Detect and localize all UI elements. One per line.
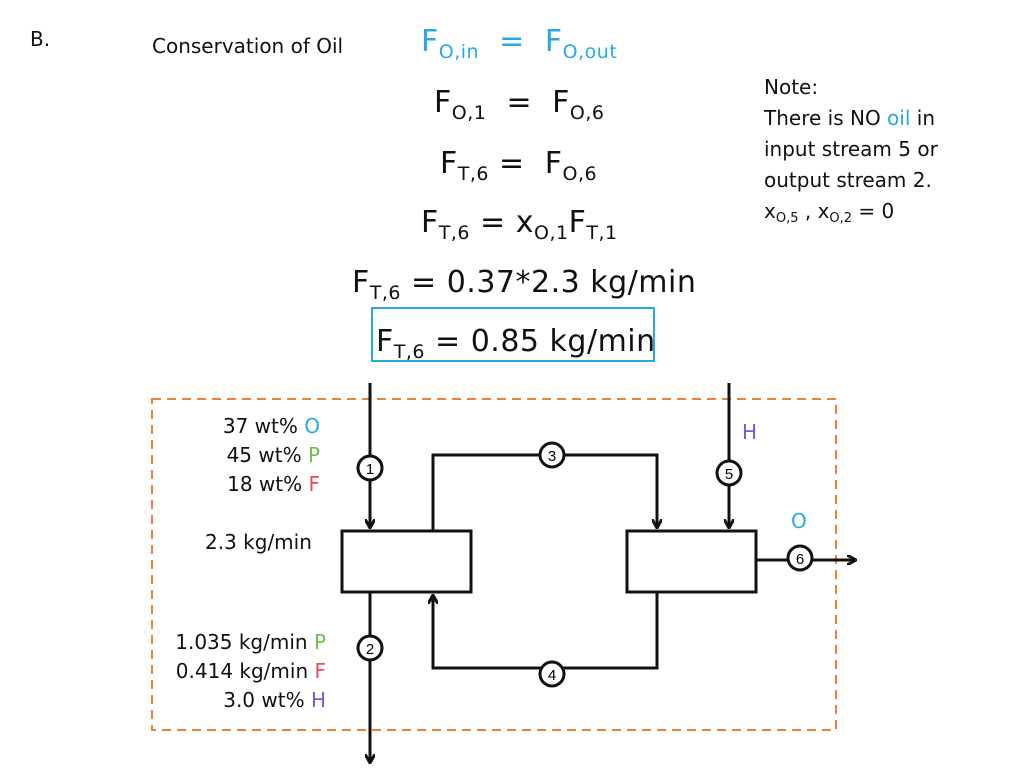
- note-line-1: There is NO oil in: [764, 106, 935, 130]
- svg-text:6: 6: [796, 551, 804, 568]
- stream-1-marker: 1: [356, 454, 384, 482]
- stream-6-component: O: [791, 509, 807, 533]
- svg-text:4: 4: [548, 667, 556, 684]
- stream-1-comp-f: 18 wt% F: [227, 472, 320, 496]
- stream-2-composition: 1.035 kg/min P 0.414 kg/min F 3.0 wt% H: [150, 628, 326, 715]
- stream-1-flow: 2.3 kg/min: [205, 530, 312, 554]
- svg-text:1: 1: [366, 461, 374, 478]
- note-line-4: xO,5 , xO,2 = 0: [764, 199, 895, 226]
- stream-2-marker: 2: [356, 634, 384, 662]
- stream-2-comp-h: 3.0 wt% H: [223, 688, 326, 712]
- stream-5-marker: 5: [715, 459, 743, 487]
- stream-4-line: [433, 592, 659, 670]
- equation-2: FO,1 = FO,6: [434, 85, 605, 124]
- stream-5-component: H: [742, 420, 758, 444]
- heading: Conservation of Oil: [152, 34, 344, 58]
- equation-1: FO,in = FO,out: [421, 24, 618, 63]
- stream-3-marker: 3: [538, 441, 566, 469]
- stream-2-comp-f: 0.414 kg/min F: [175, 659, 326, 683]
- unit-1-box: [340, 529, 473, 594]
- svg-text:3: 3: [548, 448, 556, 465]
- equation-3: FT,6 = FO,6: [440, 146, 598, 185]
- answer-equation: FT,6 = 0.85 kg/min: [376, 324, 656, 363]
- stream-1-comp-oil: 37 wt% O: [222, 414, 320, 438]
- equation-4: FT,6 = xO,1FT,1: [421, 205, 618, 244]
- note-title: Note:: [764, 75, 819, 99]
- system-boundary: [151, 398, 837, 731]
- stream-1-composition: 37 wt% O 45 wt% P 18 wt% F: [180, 412, 320, 499]
- note-block: Note: There is NO oil in input stream 5 …: [764, 72, 938, 227]
- stream-6-marker: 6: [786, 544, 814, 572]
- section-label: B.: [30, 27, 51, 51]
- stream-1-comp-p: 45 wt% P: [226, 443, 320, 467]
- stream-2-comp-p: 1.035 kg/min P: [175, 630, 326, 654]
- stream-4-marker: 4: [538, 660, 566, 688]
- equation-5: FT,6 = 0.37*2.3 kg/min: [352, 265, 697, 304]
- note-line-3: output stream 2.: [764, 168, 932, 192]
- unit-2-box: [625, 529, 758, 594]
- svg-text:5: 5: [725, 466, 733, 483]
- svg-text:2: 2: [366, 641, 374, 658]
- note-line-2: input stream 5 or: [764, 137, 938, 161]
- answer-box: [371, 307, 655, 362]
